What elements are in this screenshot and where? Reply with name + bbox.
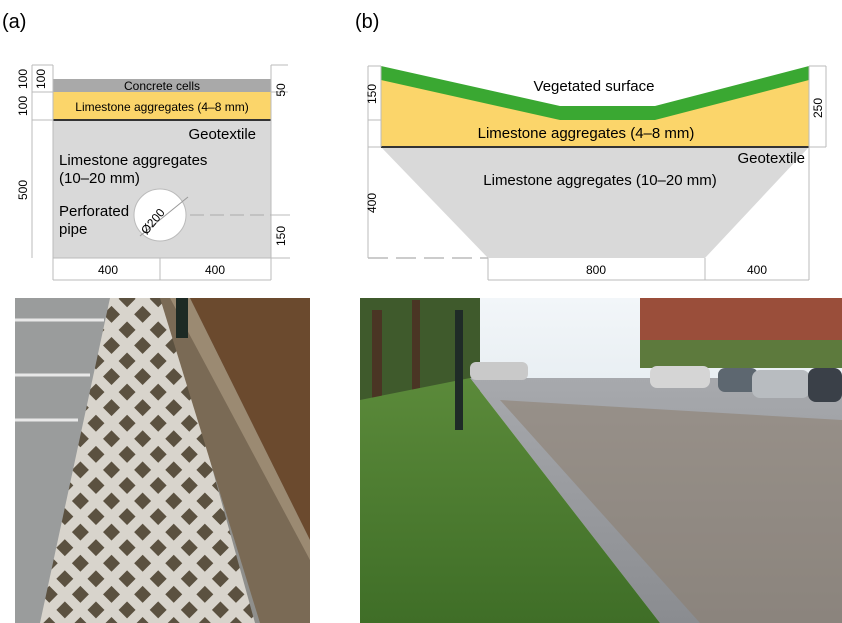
- dim-a-top-100b: 100: [34, 69, 48, 89]
- panel-b-label: (b): [355, 11, 379, 33]
- panel-a-diagram: Concrete cells Limestone aggregates (4–8…: [16, 64, 290, 281]
- coarse-aggregate-label-b: Limestone aggregates (10–20 mm): [483, 172, 716, 189]
- dim-a-bottom-right: 400: [205, 263, 225, 277]
- pipe-label-line2: pipe: [59, 221, 87, 238]
- coarse-aggregate-layer-b: [381, 147, 809, 258]
- vegetated-surface-layer: [381, 66, 809, 120]
- photo-a-concrete-cells: [15, 298, 310, 623]
- fine-aggregate-label-b: Limestone aggregates (4–8 mm): [478, 125, 695, 142]
- dim-a-100: 100: [16, 96, 30, 116]
- photo-b-vegetated-swale: [360, 298, 842, 623]
- panel-b-diagram: Vegetated surface Limestone aggregates (…: [365, 65, 827, 281]
- dim-b-250: 250: [811, 98, 825, 118]
- coarse-aggregate-label-line1: Limestone aggregates: [59, 152, 207, 169]
- dim-a-50: 50: [274, 83, 288, 97]
- dim-b-800: 800: [586, 263, 606, 277]
- dim-b-400: 400: [365, 193, 379, 213]
- pipe-label-line1: Perforated: [59, 203, 129, 220]
- dim-a-bottom-left: 400: [98, 263, 118, 277]
- dim-b-150: 150: [365, 84, 379, 104]
- panel-a-label: (a): [2, 11, 26, 33]
- dim-b-bottom-right: 400: [747, 263, 767, 277]
- vegetated-surface-label: Vegetated surface: [534, 78, 655, 95]
- dim-a-500: 500: [16, 180, 30, 200]
- perforated-pipe: [133, 188, 187, 242]
- dim-a-150: 150: [274, 226, 288, 246]
- coarse-aggregate-label-line2: (10–20 mm): [59, 170, 140, 187]
- dim-a-top-100: 100: [16, 69, 30, 89]
- geotextile-label: Geotextile: [188, 126, 256, 143]
- geotextile-label-b: Geotextile: [737, 150, 805, 167]
- fine-aggregate-layer: [53, 92, 271, 120]
- concrete-cells-layer: [53, 79, 271, 92]
- fine-aggregate-label: Limestone aggregates (4–8 mm): [75, 100, 248, 114]
- concrete-cells-label: Concrete cells: [124, 79, 200, 93]
